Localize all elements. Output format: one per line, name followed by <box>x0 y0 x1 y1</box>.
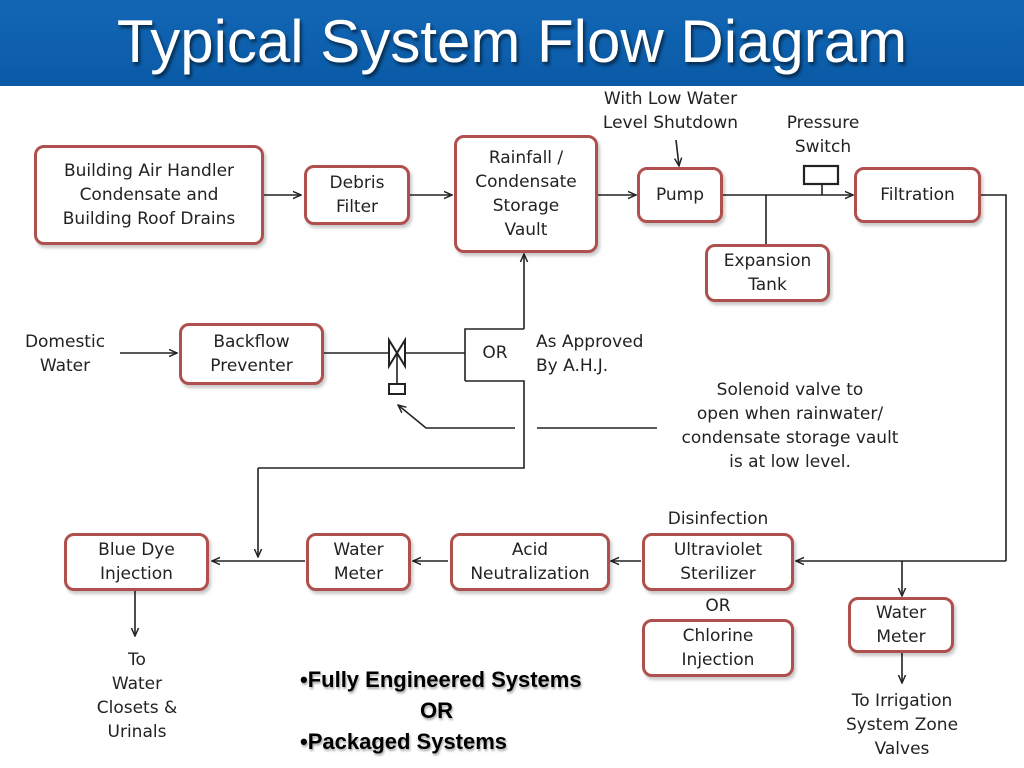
page-title: Typical System Flow Diagram <box>116 8 908 75</box>
label-pressure-switch: Pressure Switch <box>786 113 860 157</box>
label-to-water-closets: To Water Closets & Urinals <box>96 650 178 742</box>
label-solenoid-note: Solenoid valve to open when rainwater/ c… <box>681 380 899 472</box>
box-chlorine-injection: Chlorine Injection <box>642 619 794 677</box>
box-water-meter-right: Water Meter <box>848 597 954 653</box>
box-acid-neutralization: Acid Neutralization <box>450 533 610 591</box>
label-or-junction: OR <box>482 343 508 363</box>
pressure-switch-icon <box>802 164 840 186</box>
backflow-valve-icon <box>388 336 406 395</box>
label-as-approved: As Approved By A.H.J. <box>536 332 644 376</box>
arrow-solenoid-note <box>398 405 515 429</box>
bullet-or: OR <box>420 698 453 723</box>
box-water-meter-left: Water Meter <box>306 533 411 591</box>
bullet-fully-engineered: •Fully Engineered Systems <box>300 667 582 692</box>
box-backflow-preventer: Backflow Preventer <box>179 323 324 385</box>
box-expansion-tank: Expansion Tank <box>705 244 830 302</box>
system-type-list: •Fully Engineered Systems OR •Packaged S… <box>300 664 640 757</box>
line-filtration-down <box>980 194 1007 561</box>
box-uv-sterilizer: Ultraviolet Sterilizer <box>642 533 794 591</box>
line-junction-box <box>464 328 524 381</box>
label-domestic-water: Domestic Water <box>24 332 106 376</box>
box-debris-filter: Debris Filter <box>304 165 410 225</box>
box-filtration: Filtration <box>854 167 981 223</box>
label-low-water-shutdown: With Low Water Level Shutdown <box>602 89 739 133</box>
box-building-air-handler: Building Air Handler Condensate and Buil… <box>34 145 264 245</box>
bullet-packaged-systems: •Packaged Systems <box>300 729 508 754</box>
label-or-disinfection: OR <box>705 596 731 616</box>
title-bar: Typical System Flow Diagram <box>0 0 1024 86</box>
line-bypass-down <box>258 380 525 469</box>
label-disinfection: Disinfection <box>667 509 769 529</box>
box-storage-vault: Rainfall / Condensate Storage Vault <box>454 135 598 253</box>
box-blue-dye-injection: Blue Dye Injection <box>64 533 209 591</box>
label-to-irrigation: To Irrigation System Zone Valves <box>845 691 959 759</box>
arrow-low-water-to-pump <box>676 139 679 166</box>
box-pump: Pump <box>637 167 723 223</box>
